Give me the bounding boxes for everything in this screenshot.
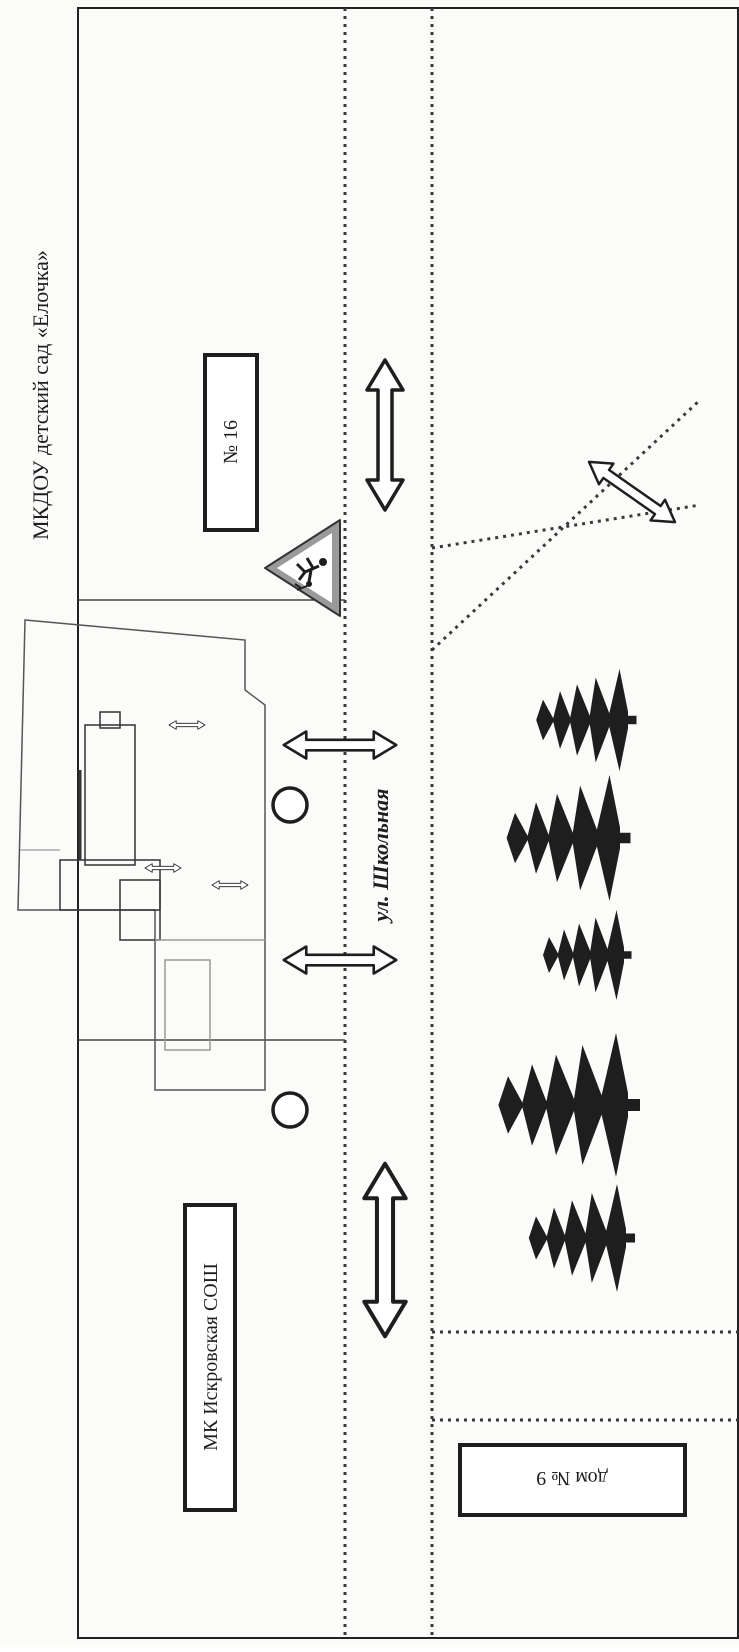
house-9-label: дом № 9 — [536, 1467, 608, 1489]
title-text: МКДОУ детский сад «Елочка» — [28, 250, 53, 540]
arrow-small-2 — [144, 863, 182, 873]
fir-tree-icon-4 — [498, 1033, 640, 1177]
fir-tree-icon-2 — [506, 775, 631, 901]
house-16-label: № 16 — [220, 420, 242, 464]
stop-circle-icon-1 — [271, 786, 309, 824]
kindergarten-building — [17, 619, 266, 1091]
road-arrow-4 — [364, 1164, 405, 1337]
road-arrow-1 — [365, 358, 405, 512]
fir-tree-icon-5 — [528, 1184, 635, 1292]
fir-tree-icon-3 — [543, 910, 632, 1000]
road-arrow-3 — [282, 945, 398, 975]
house-16-box: № 16 — [203, 353, 259, 532]
crossing-sign-icon — [264, 519, 341, 617]
map-border — [77, 7, 739, 1639]
arrow-small-3 — [211, 880, 249, 890]
side-road-edge-top — [430, 398, 702, 652]
fir-tree-icon-1 — [536, 669, 637, 771]
arrow-small-1 — [168, 720, 206, 730]
school-box: МК Искровская СОШ — [183, 1203, 237, 1512]
school-label: МК Искровская СОШ — [200, 1263, 222, 1451]
house-9-box: дом № 9 — [458, 1443, 687, 1517]
road-arrow-2 — [282, 730, 398, 760]
stop-circle-icon-2 — [271, 1091, 309, 1129]
street-label: ул. Школьная — [368, 789, 393, 925]
